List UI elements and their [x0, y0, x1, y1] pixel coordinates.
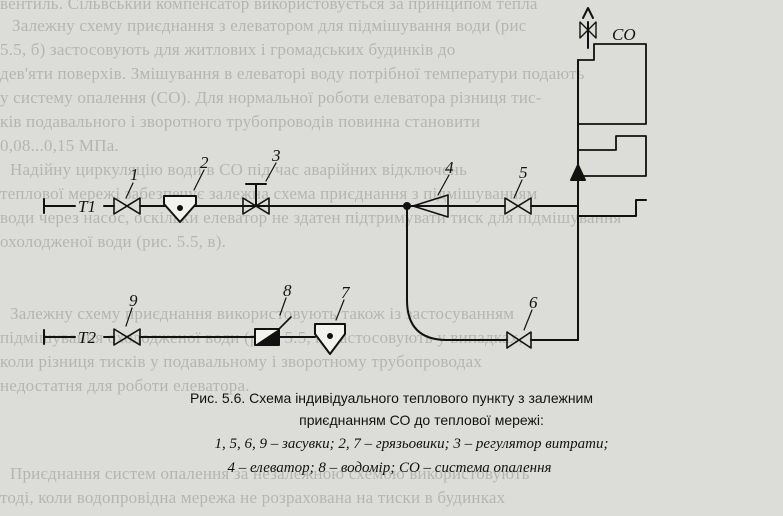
leader-4 — [437, 174, 450, 196]
background-text-line: коли різниця тисків у подавальному і зво… — [0, 352, 483, 371]
background-text-line: Приєднання систем опалення за незалежною… — [10, 464, 530, 483]
leader-8 — [279, 297, 287, 316]
background-text-line: теплової мережі забезпечує залежна схема… — [0, 184, 538, 203]
figure-caption-line1: Рис. 5.6. Схема індивідуального тепловог… — [189, 390, 594, 406]
elevator-4 — [403, 194, 449, 218]
background-text-line: охолодженої води (рис. 5.5, в). — [0, 232, 227, 251]
leader-7 — [335, 299, 345, 321]
leader-9 — [125, 307, 133, 327]
background-text-line: вентиль. Сільвський компенсатор використ… — [0, 0, 538, 13]
label-8: 8 — [283, 281, 292, 300]
leader-2 — [193, 169, 205, 191]
water-meter-8 — [254, 316, 292, 346]
mud-trap-2 — [163, 195, 197, 223]
return-loop-pipe — [406, 205, 579, 341]
valve-5 — [504, 197, 532, 215]
label-7: 7 — [341, 283, 351, 302]
background-text-line: Надійну циркуляцію води в СО під час ава… — [10, 160, 468, 179]
background-text-line: ків подавального і зворотного трубопрово… — [0, 112, 481, 131]
figure-caption-line2: приєднанням СО до теплової мережі: — [299, 412, 544, 428]
co-radiators — [577, 43, 647, 217]
background-text-line: Залежну схему приєднання з елеватором дл… — [12, 16, 527, 35]
background-text-line: у систему опалення (СО). Для нормальної … — [0, 88, 542, 107]
background-text-line: дев'яти поверхів. Змішування в елеваторі… — [0, 64, 585, 83]
label-t2: T2 — [78, 328, 96, 347]
label-4: 4 — [445, 158, 454, 177]
background-text-line: води через насос, оскільки елеватор не з… — [0, 208, 622, 227]
label-t1: T1 — [78, 197, 96, 216]
label-2: 2 — [200, 153, 209, 172]
label-9: 9 — [129, 291, 138, 310]
figure-legend-line2: 4 – елеватор; 8 – водомір; CO – система … — [227, 460, 552, 476]
flow-regulator-3 — [242, 183, 270, 215]
mud-trap-7 — [314, 323, 346, 355]
label-3: 3 — [271, 146, 281, 165]
background-text-line: 5.5, б) застосовують для житлових і гром… — [0, 40, 456, 59]
valve-1 — [113, 197, 141, 215]
background-text-line: 0,08...0,15 МПа. — [0, 136, 119, 155]
air-vent-valve — [579, 7, 597, 49]
label-6: 6 — [529, 293, 538, 312]
background-text-line: тоді, коли водопровідна мережа не розрах… — [0, 488, 506, 507]
leader-3 — [265, 162, 277, 182]
leader-6 — [523, 309, 533, 331]
leader-1 — [125, 182, 134, 199]
leader-5 — [513, 179, 523, 199]
flow-arrow-up — [570, 164, 586, 181]
background-text-line: Залежну схему приєднання використовують … — [10, 304, 515, 323]
label-1: 1 — [130, 165, 139, 184]
label-co: CO — [612, 25, 636, 44]
figure-legend-line1: 1, 5, 6, 9 – засувки; 2, 7 – грязьовики;… — [214, 436, 609, 452]
label-5: 5 — [519, 163, 528, 182]
background-text-line: недостатня для роботи елеватора. — [0, 376, 250, 395]
valve-6 — [506, 331, 532, 349]
valve-9 — [113, 328, 141, 346]
